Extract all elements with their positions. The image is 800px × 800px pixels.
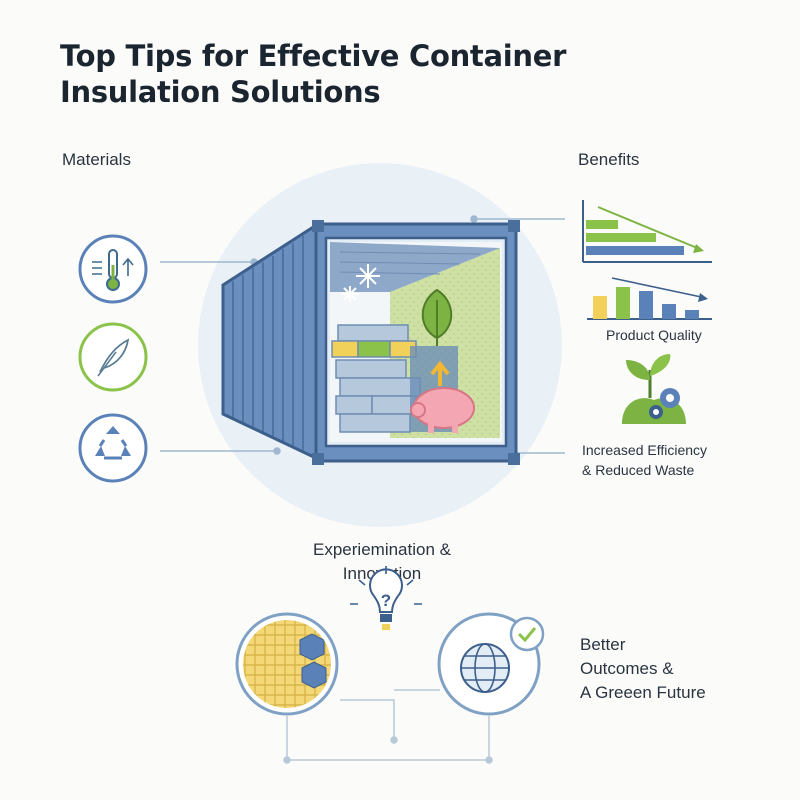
leaf-icon [421,288,453,346]
page-title: Top Tips for Effective Container Insulat… [60,39,567,109]
lightbulb-question-icon: ? [350,566,422,630]
product-quality-chart [587,277,712,320]
product-quality-label: Product Quality [606,327,702,343]
outcomes-line3: A Greeen Future [580,683,706,702]
materials-heading: Materials [62,150,131,169]
experimentation-line1: Experiemination & [313,540,451,559]
bottom-connectors [283,689,493,764]
feather-icon [78,322,148,392]
efficiency-label-line1: Increased Efficiency [582,442,708,458]
piggy-bank-icon [410,360,475,433]
weave-material-icon [235,612,339,716]
efficiency-bar-chart [582,200,712,263]
recycle-icon [78,413,148,483]
svg-text:?: ? [381,591,391,610]
thermometer-icon [78,234,148,304]
snowflake-icon [342,264,380,302]
check-icon [509,616,545,652]
outcomes-line2: Outcomes & [580,659,674,678]
efficiency-label-line2: & Reduced Waste [582,462,695,478]
benefits-heading: Benefits [578,150,640,169]
outcomes-line1: Better [580,635,626,654]
sprout-gear-icon [622,354,686,424]
insulation-blocks [331,324,421,433]
